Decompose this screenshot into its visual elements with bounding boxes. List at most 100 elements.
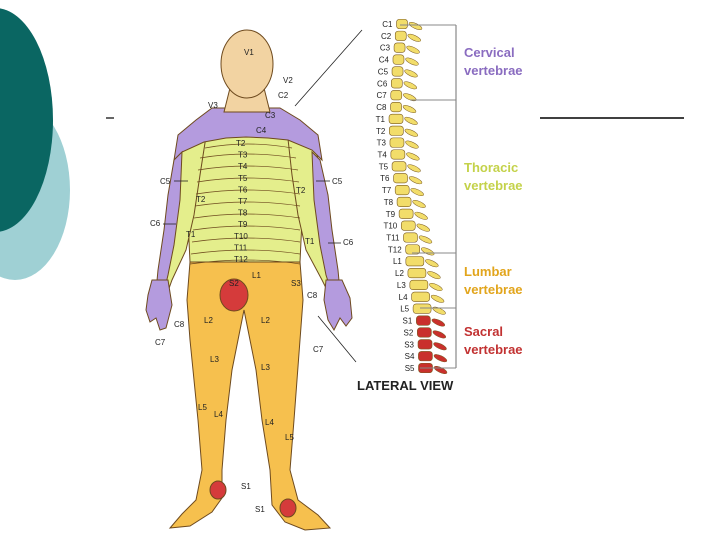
spinous-process-t12 xyxy=(420,246,435,256)
label-c2: C2 xyxy=(278,91,289,100)
spine-label-t8: T8 xyxy=(384,198,394,207)
spinous-process-t4 xyxy=(405,151,420,161)
spinous-process-c6 xyxy=(403,80,418,90)
spinous-process-l5 xyxy=(432,305,447,315)
spine-label-t12: T12 xyxy=(388,245,402,254)
vertebra-t4 xyxy=(391,150,405,159)
left-hand xyxy=(146,280,172,330)
spine-label-s5: S5 xyxy=(405,364,415,373)
spinous-process-l3 xyxy=(428,282,443,292)
spinous-process-t2 xyxy=(404,128,419,138)
spinous-process-t5 xyxy=(407,163,422,173)
label-v2: V2 xyxy=(283,76,293,85)
label-l2-left: L2 xyxy=(204,316,213,325)
trunk-label-t5: T5 xyxy=(238,174,248,183)
vertebra-t2 xyxy=(389,126,403,135)
vertebra-l4 xyxy=(412,292,430,301)
label-l1: L1 xyxy=(252,271,261,280)
spinous-process-c1 xyxy=(408,21,423,31)
label-s1-left: S1 xyxy=(241,482,251,491)
vertebra-t9 xyxy=(399,209,413,218)
label-s1-right: S1 xyxy=(255,505,265,514)
label-t1-left: T1 xyxy=(186,230,196,239)
spinous-process-c7 xyxy=(402,92,417,102)
slide-decoration xyxy=(0,8,684,280)
spinous-process-t10 xyxy=(416,222,431,232)
trunk-label-t11: T11 xyxy=(234,243,248,252)
label-c6-right: C6 xyxy=(343,238,354,247)
section-thoracic-line1: Thoracic xyxy=(464,160,518,175)
spine-label-t7: T7 xyxy=(382,186,392,195)
head xyxy=(221,30,273,98)
vertebra-t8 xyxy=(397,197,411,206)
spinous-process-t3 xyxy=(405,139,420,149)
spinous-process-c8 xyxy=(402,104,417,114)
label-c7-left: C7 xyxy=(155,338,166,347)
label-c8-left: C8 xyxy=(174,320,185,329)
label-s3: S3 xyxy=(291,279,301,288)
label-l4-right: L4 xyxy=(265,418,274,427)
label-c5-right: C5 xyxy=(332,177,343,186)
trunk-label-t9: T9 xyxy=(238,220,248,229)
spine-label-t3: T3 xyxy=(377,139,387,148)
spinous-process-l4 xyxy=(430,294,445,304)
vertebra-s4 xyxy=(418,351,432,360)
spinous-process-c3 xyxy=(406,45,421,55)
pointer-neck-to-spine xyxy=(295,30,362,106)
spine-label-t10: T10 xyxy=(383,222,397,231)
spine-label-c6: C6 xyxy=(377,79,388,88)
vertebra-l1 xyxy=(406,256,424,265)
label-c7-right: C7 xyxy=(313,345,324,354)
vertebra-t11 xyxy=(403,233,417,242)
trunk-label-t10: T10 xyxy=(234,232,248,241)
vertebra-t6 xyxy=(394,173,408,182)
vertebrae-column xyxy=(389,19,448,375)
spine-label-c7: C7 xyxy=(377,91,388,100)
label-c4: C4 xyxy=(256,126,267,135)
sacral-region-right-heel xyxy=(280,499,296,517)
spine-label-t1: T1 xyxy=(376,115,386,124)
vertebra-t7 xyxy=(395,185,409,194)
section-sacral-line2: vertebrae xyxy=(464,342,523,357)
spinous-process-c2 xyxy=(407,33,422,43)
vertebra-c8 xyxy=(391,102,402,111)
dermatome-body-figure xyxy=(146,30,352,530)
spine-label-t5: T5 xyxy=(379,162,389,171)
spinous-process-t6 xyxy=(408,175,423,185)
spinous-process-s1 xyxy=(431,317,446,327)
vertebra-t10 xyxy=(401,221,415,230)
spine-label-c4: C4 xyxy=(379,56,390,65)
label-c3: C3 xyxy=(265,111,276,120)
spine-label-t2: T2 xyxy=(376,127,386,136)
spinous-process-s2 xyxy=(432,329,447,339)
diagram-title: LATERAL VIEW xyxy=(357,378,454,393)
trunk-label-t12: T12 xyxy=(234,255,248,264)
spine-label-t9: T9 xyxy=(386,210,396,219)
label-t2-right: T2 xyxy=(296,186,306,195)
vertebra-c4 xyxy=(393,55,404,64)
label-l2-right: L2 xyxy=(261,316,270,325)
spine-label-l4: L4 xyxy=(399,293,408,302)
label-l4-left: L4 xyxy=(214,410,223,419)
spinous-process-s5 xyxy=(433,365,448,375)
spine-label-s3: S3 xyxy=(404,340,414,349)
right-hand xyxy=(324,280,352,330)
spine-label-t6: T6 xyxy=(380,174,390,183)
spine-label-t11: T11 xyxy=(386,234,400,243)
section-sacral-line1: Sacral xyxy=(464,324,503,339)
spine-label-l5: L5 xyxy=(400,305,409,314)
spinous-process-t1 xyxy=(404,116,419,126)
label-v3: V3 xyxy=(208,101,218,110)
spine-label-l1: L1 xyxy=(393,257,402,266)
spine-label-s1: S1 xyxy=(403,317,413,326)
spinous-process-t9 xyxy=(414,211,429,221)
vertebra-c1 xyxy=(397,19,408,28)
spinous-process-c4 xyxy=(405,56,420,66)
spine-label-s2: S2 xyxy=(404,328,414,337)
label-t2-left: T2 xyxy=(196,195,206,204)
spine-label-l3: L3 xyxy=(397,281,406,290)
trunk-label-t2: T2 xyxy=(236,139,246,148)
vertebra-c6 xyxy=(391,79,402,88)
spine-label-t4: T4 xyxy=(378,150,388,159)
label-l3-left: L3 xyxy=(210,355,219,364)
